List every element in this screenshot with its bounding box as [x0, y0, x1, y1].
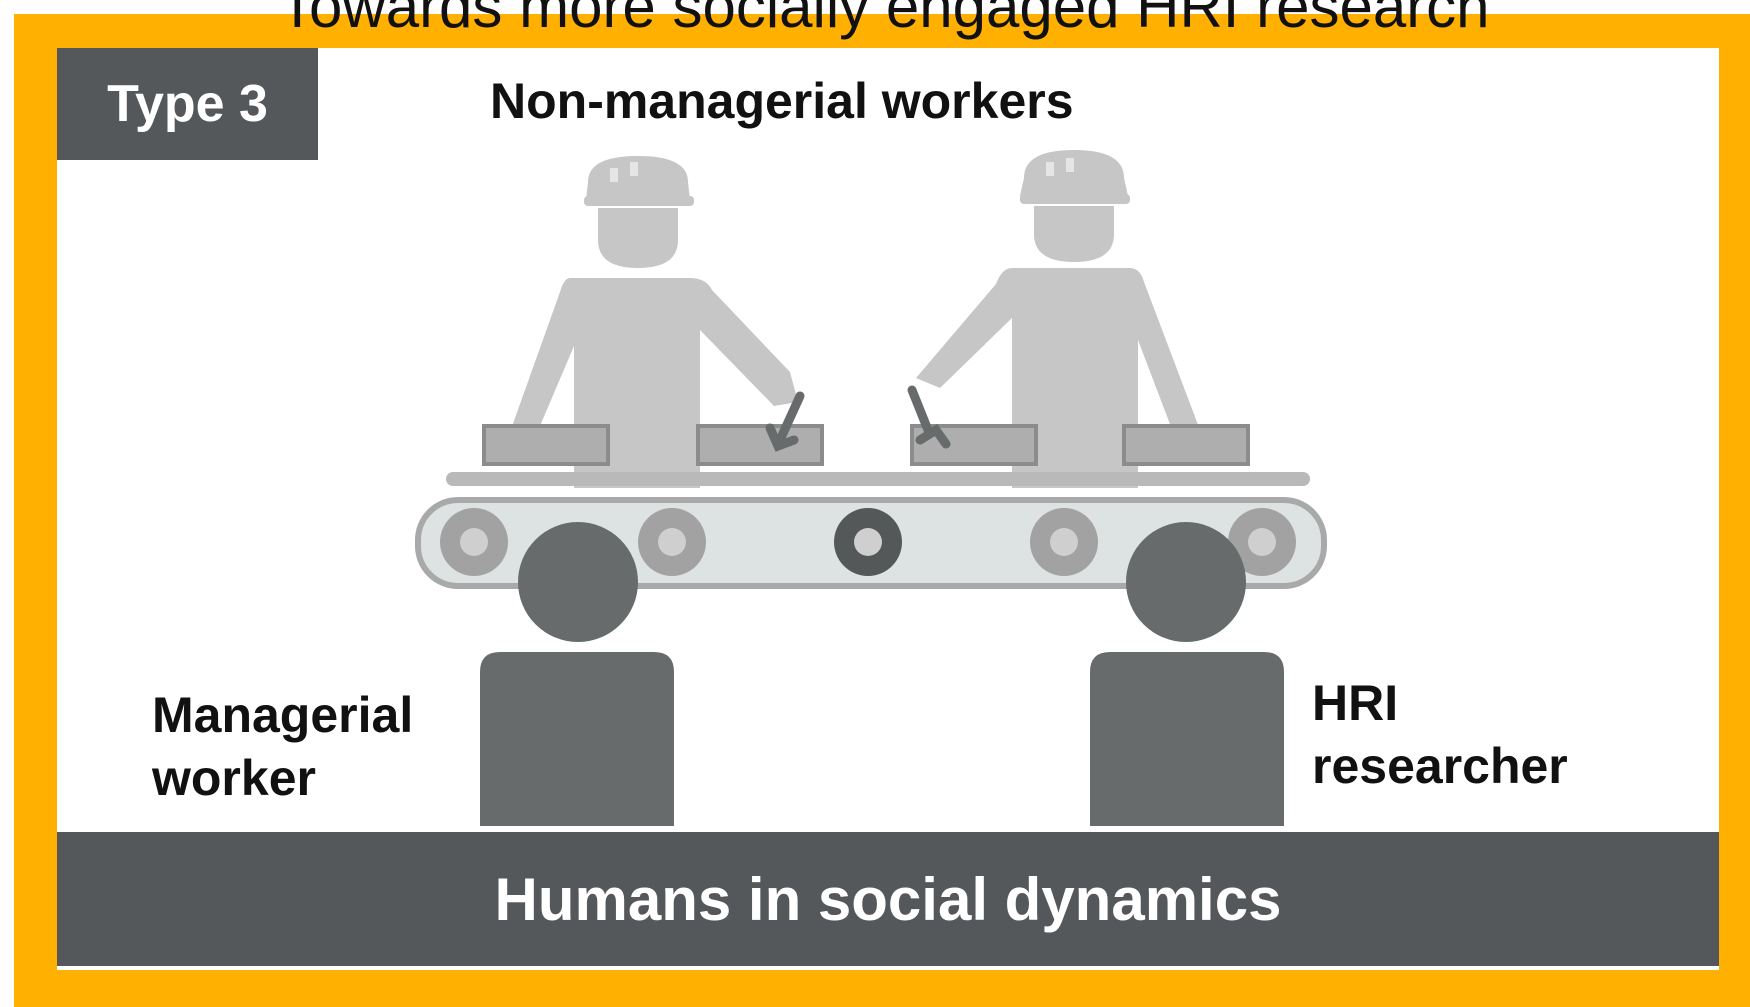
hard-hat-icon: [1020, 150, 1128, 196]
managerial-worker-figure: [480, 522, 674, 826]
footer-caption: Humans in social dynamics: [57, 832, 1719, 966]
hri-researcher-label: HRI researcher: [1312, 672, 1568, 797]
worker-head: [598, 208, 678, 268]
item-box: [482, 424, 610, 466]
item-box: [696, 424, 824, 466]
conveyor-belt: [415, 472, 1327, 589]
non-managerial-workers-label: Non-managerial workers: [490, 73, 1074, 129]
conveyor-roller: [1228, 508, 1296, 576]
hri-researcher-figure: [1090, 522, 1284, 826]
person-head: [518, 522, 638, 642]
managerial-worker-label-line2: worker: [152, 749, 316, 806]
hri-researcher-label-line2: researcher: [1312, 737, 1568, 794]
wrench-icon: [907, 385, 951, 449]
worker-head: [1034, 206, 1114, 262]
person-head: [1126, 522, 1246, 642]
hri-researcher-label-line1: HRI: [1312, 675, 1399, 731]
managerial-worker-label: Managerial worker: [152, 684, 413, 809]
conveyor-roller: [638, 508, 706, 576]
item-box: [910, 424, 1038, 466]
person-body: [1090, 652, 1284, 826]
wrench-icon: [765, 391, 805, 452]
managerial-worker-label-line1: Managerial: [152, 687, 414, 743]
slide-title: Towards more socially engaged HRI resear…: [279, 0, 1490, 40]
footer-divider: [57, 966, 1719, 970]
person-body: [480, 652, 674, 826]
type-badge: Type 3: [57, 48, 318, 160]
conveyor-roller: [834, 508, 902, 576]
conveyor-roller: [1030, 508, 1098, 576]
conveyor-top-rail: [446, 472, 1310, 486]
hard-hat-icon: [586, 156, 690, 200]
conveyor-roller: [440, 508, 508, 576]
item-box: [1122, 424, 1250, 466]
conveyor-items: [482, 424, 1250, 466]
